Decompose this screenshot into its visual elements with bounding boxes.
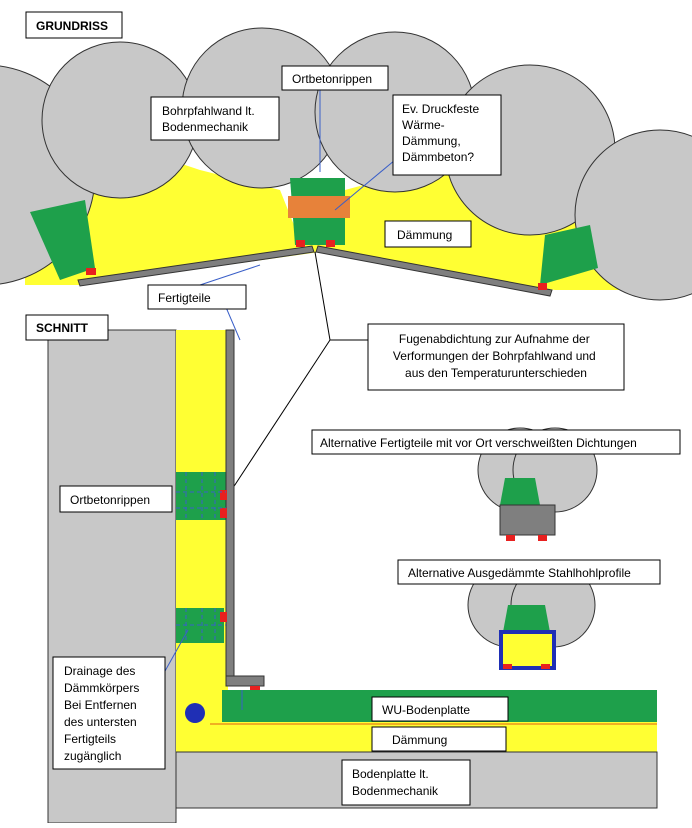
- bohrpfahlwand-box: [150, 96, 280, 141]
- druckfeste-box: [392, 94, 502, 176]
- wu-label: WU-Bodenplatte: [382, 703, 470, 717]
- plan-rib-right: [540, 225, 598, 285]
- wu-box: [371, 696, 509, 722]
- section-insulation-vertical: [176, 330, 228, 752]
- schnitt-title: SCHNITT: [36, 321, 89, 335]
- plan-seal-4: [538, 283, 547, 290]
- section-seal-3: [220, 612, 227, 622]
- daemmung-bottom-box: [371, 726, 507, 752]
- ortbeton-side-box: [59, 485, 173, 513]
- daemmung-top-label: Dämmung: [397, 228, 452, 242]
- section-seal-4: [250, 686, 260, 693]
- bodenplatte-label: Bodenplatte lt. Bodenmechanik: [352, 767, 439, 798]
- plan-precast-left: [77, 245, 315, 287]
- grundriss-title: GRUNDRISS: [36, 19, 108, 33]
- section-precast-foot: [225, 675, 265, 687]
- daemmung-bottom-label: Dämmung: [392, 733, 447, 747]
- drainage-label: Drainage des Dämmkörpers Bei Entfernen d…: [64, 664, 143, 763]
- section-seal-2: [220, 508, 227, 518]
- plan-seal-2: [296, 240, 305, 247]
- fugen-box: [367, 323, 625, 391]
- plan-seal-3: [326, 240, 335, 247]
- druckfeste-label: Ev. Druckfeste Wärme- Dämmung, Dämmbeton…: [402, 102, 482, 164]
- plan-rib-left: [30, 200, 95, 280]
- rib-dashes: [176, 472, 226, 643]
- bodenplatte-box: [341, 759, 471, 806]
- plan-seal-1: [86, 268, 96, 275]
- alt-fertigteile-box: [311, 429, 681, 455]
- pile-6: [574, 129, 692, 301]
- ortbeton-top-label: Ortbetonrippen: [292, 72, 372, 86]
- leader-fuge-b: [224, 339, 331, 501]
- ortbeton-side-label: Ortbetonrippen: [70, 493, 150, 507]
- alt-fertigteile-label: Alternative Fertigteile mit vor Ort vers…: [320, 436, 637, 450]
- leader-fertigteile-down: [224, 304, 241, 341]
- fertigteile-box: [147, 284, 247, 310]
- fertigteile-label: Fertigteile: [158, 291, 211, 305]
- schnitt-box: [25, 314, 109, 341]
- ortbeton-top-box: [281, 65, 389, 91]
- grundriss-box: [25, 11, 123, 39]
- daemmung-top-box: [384, 220, 472, 248]
- drainage-box: [52, 656, 166, 770]
- leader-fuge-plan: [314, 251, 331, 341]
- bohrpfahlwand-label: Bohrpfahlwand lt. Bodenmechanik: [162, 104, 258, 134]
- leader-druckfest: [334, 159, 396, 211]
- leader-fertigteile: [199, 264, 261, 286]
- drainage-pipe: [185, 703, 205, 723]
- plan-precast-right: [315, 245, 553, 297]
- plan-orange-block: [288, 196, 350, 218]
- section-rib-upper: [176, 472, 226, 520]
- alt-stahl-label: Alternative Ausgedämmte Stahlhohlprofile: [408, 566, 631, 580]
- fugen-label: Fugenabdichtung zur Aufnahme der Verform…: [393, 332, 599, 380]
- section-precast-vertical: [225, 329, 235, 677]
- alt-stahl-box: [397, 559, 661, 585]
- section-seal-1: [220, 490, 227, 500]
